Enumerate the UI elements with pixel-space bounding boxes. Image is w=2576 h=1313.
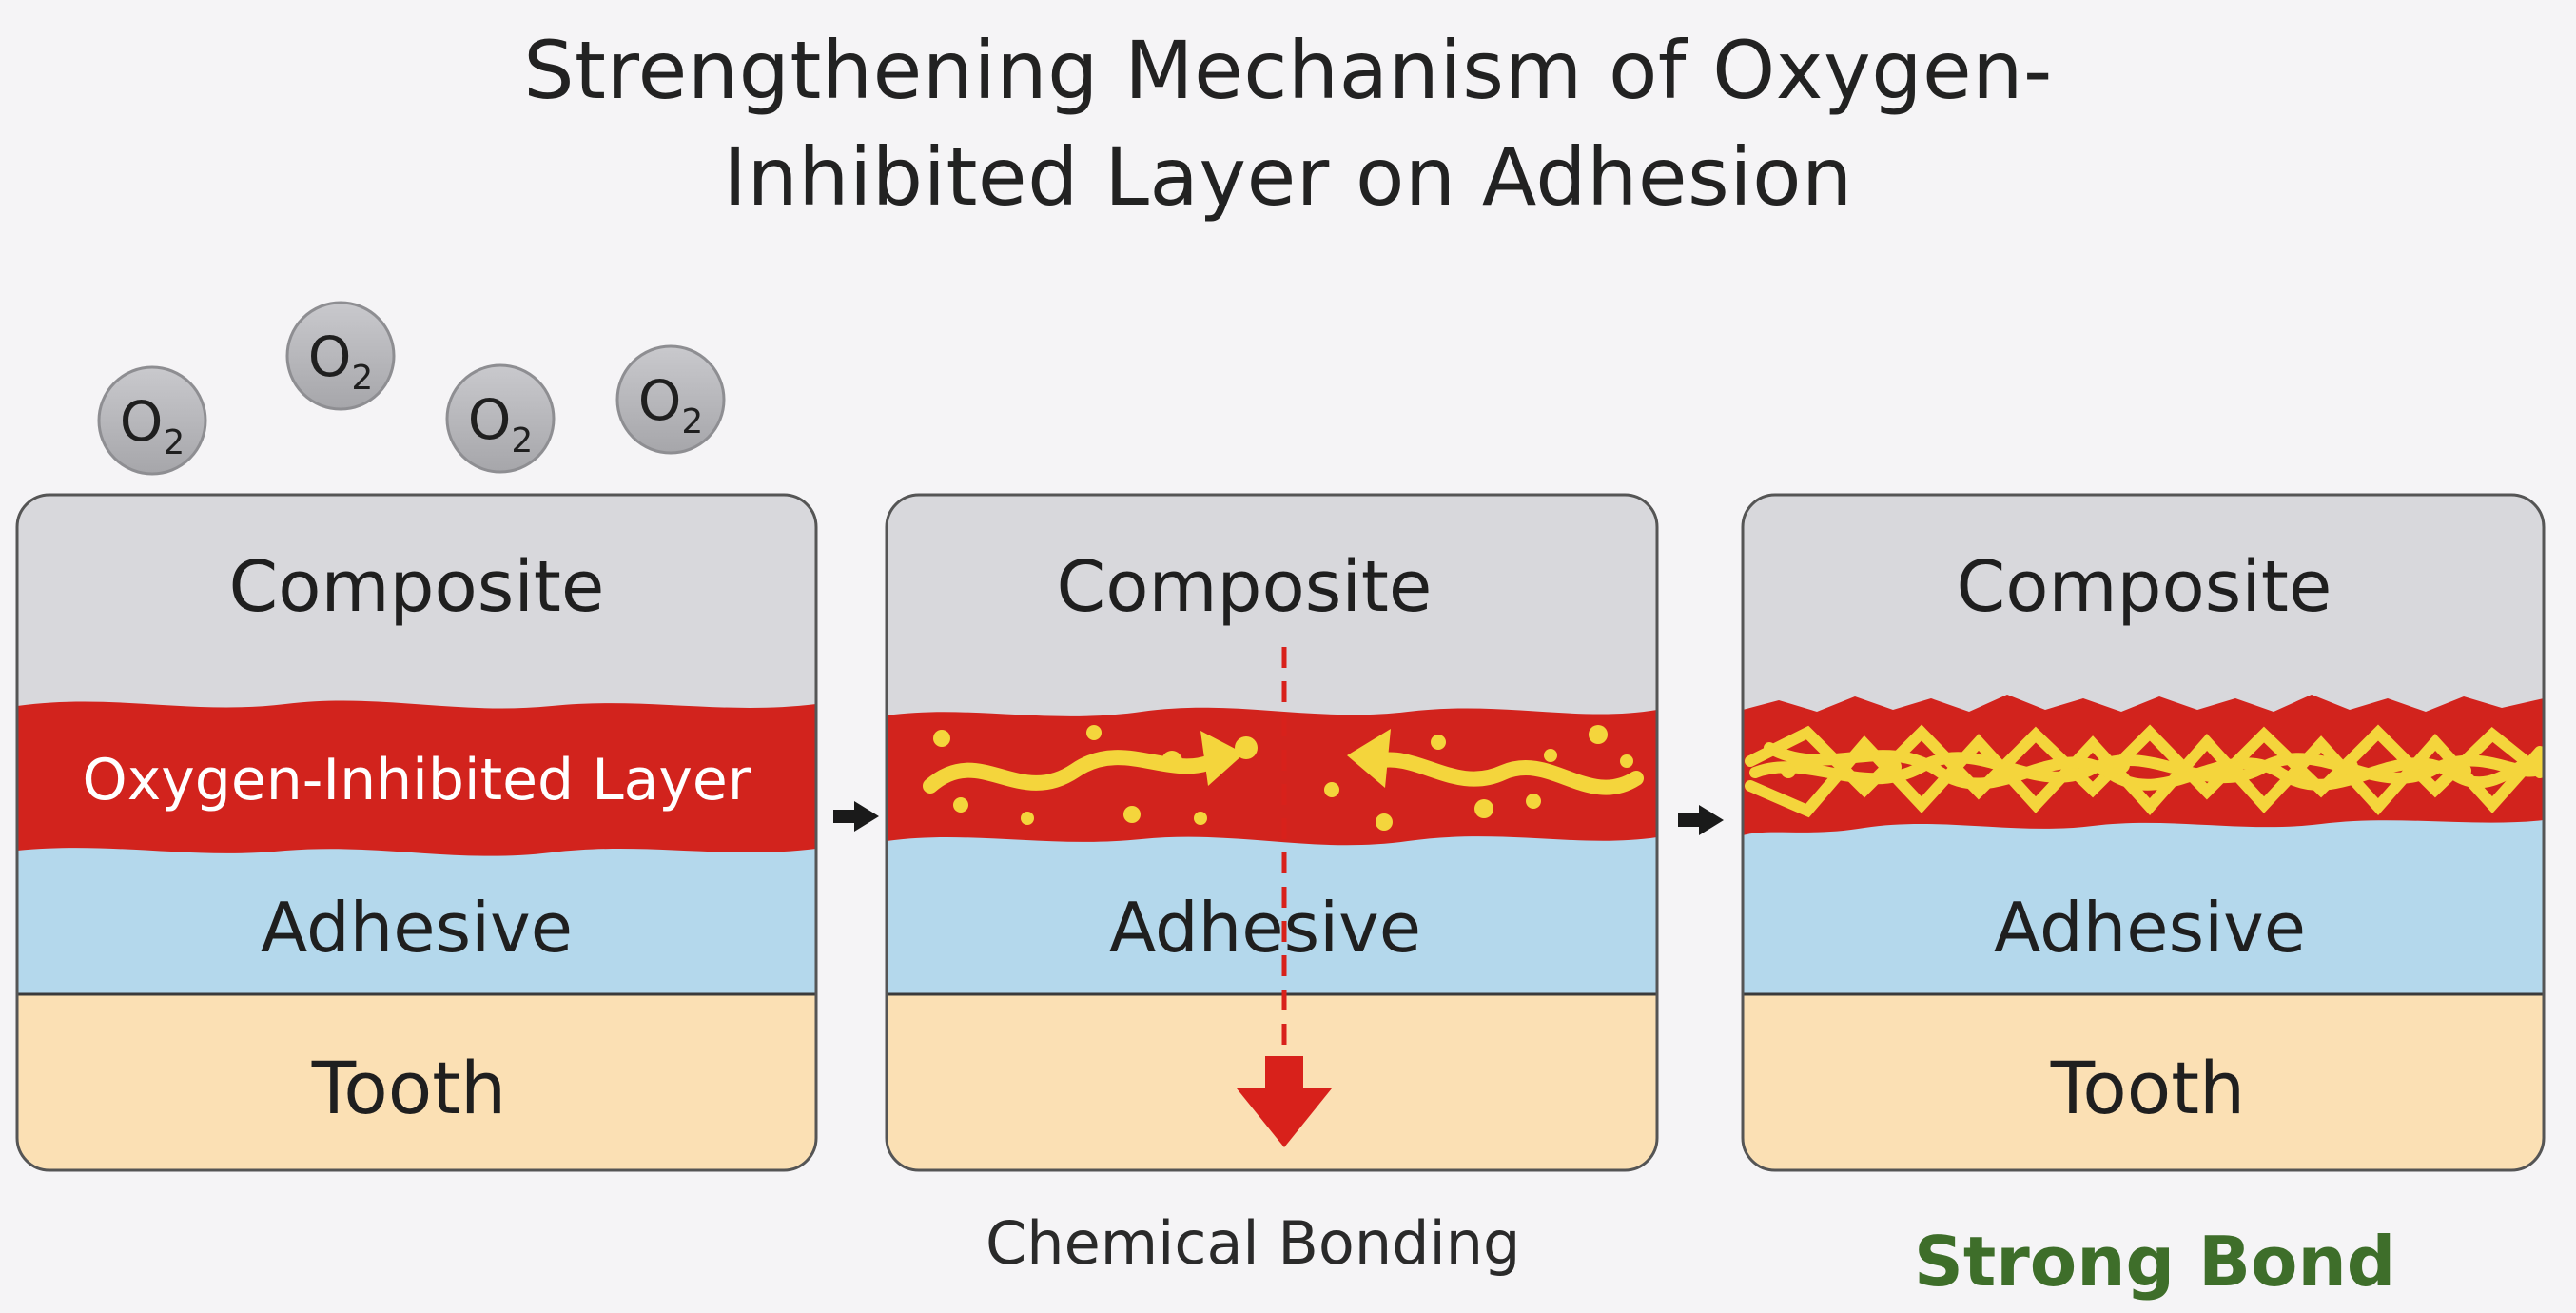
curved-arrow-icon (1347, 729, 1644, 795)
composite-label: Composite (229, 546, 605, 628)
chemical-bonding-caption: Chemical Bonding (986, 1208, 1521, 1278)
composite-layer (1743, 495, 2544, 723)
oxygen-subscript: 2 (681, 402, 703, 441)
svg-text:O2: O2 (308, 324, 374, 398)
oxygen-subscript: 2 (511, 421, 533, 461)
composite-layer (17, 495, 816, 723)
composite-label: Composite (1957, 546, 2332, 628)
adhesive-label: Adhesive (1109, 888, 1421, 968)
panel-chemical-bonding: Composite Adhesive (885, 493, 1659, 1172)
oxygen-inhibited-layer (17, 700, 816, 856)
strong-bond-caption: Strong Bond (1914, 1222, 2396, 1302)
diagram-title: Strengthening Mechanism of Oxygen- Inhib… (0, 17, 2576, 230)
composite-layer (887, 495, 1657, 723)
oxygen-molecule: O2 (285, 301, 396, 411)
oxygen-subscript: 2 (163, 423, 185, 462)
down-arrow-icon (1237, 647, 1332, 1147)
panel-oxygen-inhibited: Composite Oxygen-Inhibited Layer Adhesiv… (15, 493, 818, 1172)
crosslinked-network (1745, 724, 2544, 818)
tooth-label: Tooth (311, 1046, 506, 1130)
right-arrow-icon (833, 801, 879, 832)
monomer-dots (1781, 756, 2471, 778)
adhesive-label: Adhesive (1994, 888, 2306, 968)
adhesive-layer (1743, 818, 2544, 994)
oxygen-molecule: O2 (97, 365, 207, 476)
svg-text:O2: O2 (468, 387, 534, 461)
oxygen-symbol: O (308, 324, 352, 389)
title-line-2: Inhibited Layer on Adhesion (723, 130, 1853, 224)
oxygen-symbol: O (120, 389, 164, 454)
oxygen-symbol: O (468, 387, 512, 452)
svg-text:O2: O2 (120, 389, 185, 462)
adhesive-label: Adhesive (261, 888, 573, 968)
curved-arrow-icon (923, 731, 1244, 794)
oxygen-molecule: O2 (445, 363, 556, 474)
title-line-1: Strengthening Mechanism of Oxygen- (523, 24, 2053, 117)
panel-strong-bond: Composite Adhesive Tooth (1741, 493, 2546, 1172)
tooth-layer (17, 994, 816, 1170)
right-arrow-icon (1678, 805, 1724, 835)
svg-text:O2: O2 (638, 368, 704, 441)
oxygen-inhibited-layer (887, 707, 1657, 846)
tooth-label: Tooth (2050, 1046, 2245, 1130)
oxygen-molecule: O2 (615, 344, 726, 455)
tooth-layer (1743, 994, 2544, 1170)
oxygen-subscript: 2 (351, 359, 373, 398)
adhesive-layer (887, 818, 1657, 994)
composite-label: Composite (1057, 546, 1433, 628)
oxygen-symbol: O (638, 368, 682, 433)
oxygen-inhibited-layer-label: Oxygen-Inhibited Layer (83, 747, 751, 813)
oxygen-molecules: O2 O2 O2 O2 (97, 301, 726, 476)
